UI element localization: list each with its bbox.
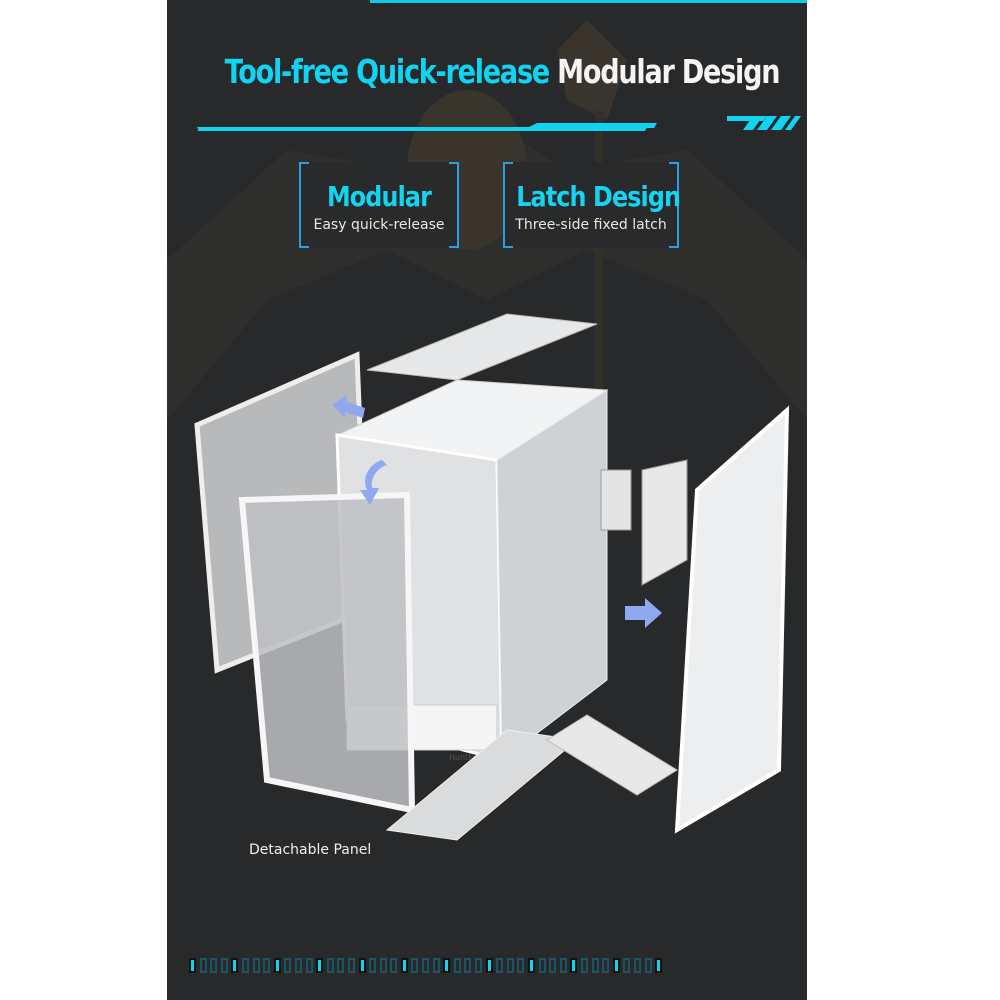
feature-subtitle: Easy quick-release	[313, 217, 445, 233]
bar-segment	[549, 958, 557, 973]
right-mesh-panel	[674, 405, 790, 834]
arrow-left-icon	[332, 395, 365, 418]
page-title: Tool-free Quick-release Modular Design	[224, 52, 781, 91]
title-accent: Tool-free Quick-release	[224, 52, 551, 91]
bar-segment	[379, 958, 387, 973]
bar-segment	[644, 958, 652, 973]
bar-segment	[612, 958, 620, 973]
bar-segment	[241, 958, 249, 973]
bar-segment	[411, 958, 419, 973]
bracket-right	[669, 162, 679, 248]
title-plain: Modular Design	[557, 52, 780, 91]
bracket-right	[449, 162, 459, 248]
bar-segment	[400, 958, 408, 973]
bar-segment	[231, 958, 239, 973]
bar-segment	[496, 958, 504, 973]
top-accent-line	[370, 0, 807, 3]
bar-segment	[189, 958, 196, 973]
exploded-case-illustration: Huntkey	[194, 313, 790, 841]
bar-segment	[252, 958, 260, 973]
bar-segment	[358, 958, 366, 973]
bar-segment	[633, 958, 641, 973]
bar-segment	[210, 958, 218, 973]
feature-subtitle: Three-side fixed latch	[515, 217, 667, 233]
bar-segment	[432, 958, 440, 973]
bar-segment	[580, 958, 588, 973]
bar-segment	[655, 958, 663, 973]
feature-card-latch: Latch Design Three-side fixed latch	[503, 162, 681, 248]
decorative-segment-bar	[189, 958, 663, 973]
bar-segment	[273, 958, 281, 973]
bar-segment	[347, 958, 355, 973]
bar-segment	[326, 958, 334, 973]
bar-segment	[602, 958, 610, 973]
feature-heading: Modular	[326, 180, 432, 213]
bar-segment	[453, 958, 461, 973]
bar-segment	[485, 958, 493, 973]
bar-segment	[475, 958, 483, 973]
arrow-down-icon	[360, 460, 387, 505]
product-poster: Tool-free Quick-release Modular Design M…	[167, 0, 807, 1000]
bracket-left	[299, 162, 309, 248]
bar-segment	[199, 958, 207, 973]
bar-segment	[506, 958, 514, 973]
arrow-right-icon	[625, 598, 662, 628]
drive-bracket	[641, 459, 688, 586]
bar-segment	[263, 958, 271, 973]
bar-segment	[337, 958, 345, 973]
bar-segment	[369, 958, 377, 973]
bar-segment	[570, 958, 578, 973]
bracket-left	[503, 162, 513, 248]
bar-segment	[559, 958, 567, 973]
bar-segment	[294, 958, 302, 973]
bar-segment	[538, 958, 546, 973]
bar-segment	[443, 958, 451, 973]
bar-segment	[390, 958, 398, 973]
bar-segment	[422, 958, 430, 973]
detachable-panel-caption: Detachable Panel	[249, 842, 372, 858]
bar-segment	[220, 958, 228, 973]
bar-segment	[284, 958, 292, 973]
top-mesh-panel	[366, 313, 598, 381]
brand-label: Huntkey	[449, 753, 483, 762]
drive-cage	[600, 469, 632, 531]
title-underline	[197, 116, 801, 131]
bar-segment	[623, 958, 631, 973]
feature-card-modular: Modular Easy quick-release	[299, 162, 459, 248]
bar-segment	[517, 958, 525, 973]
feature-heading: Latch Design	[516, 180, 681, 213]
bar-segment	[528, 958, 535, 973]
case-side	[496, 389, 608, 761]
bar-segment	[316, 958, 324, 973]
bar-segment	[464, 958, 472, 973]
bar-segment	[305, 958, 313, 973]
bar-segment	[591, 958, 599, 973]
bottom-mount-plate	[546, 714, 678, 796]
front-glass-panel	[238, 491, 416, 814]
